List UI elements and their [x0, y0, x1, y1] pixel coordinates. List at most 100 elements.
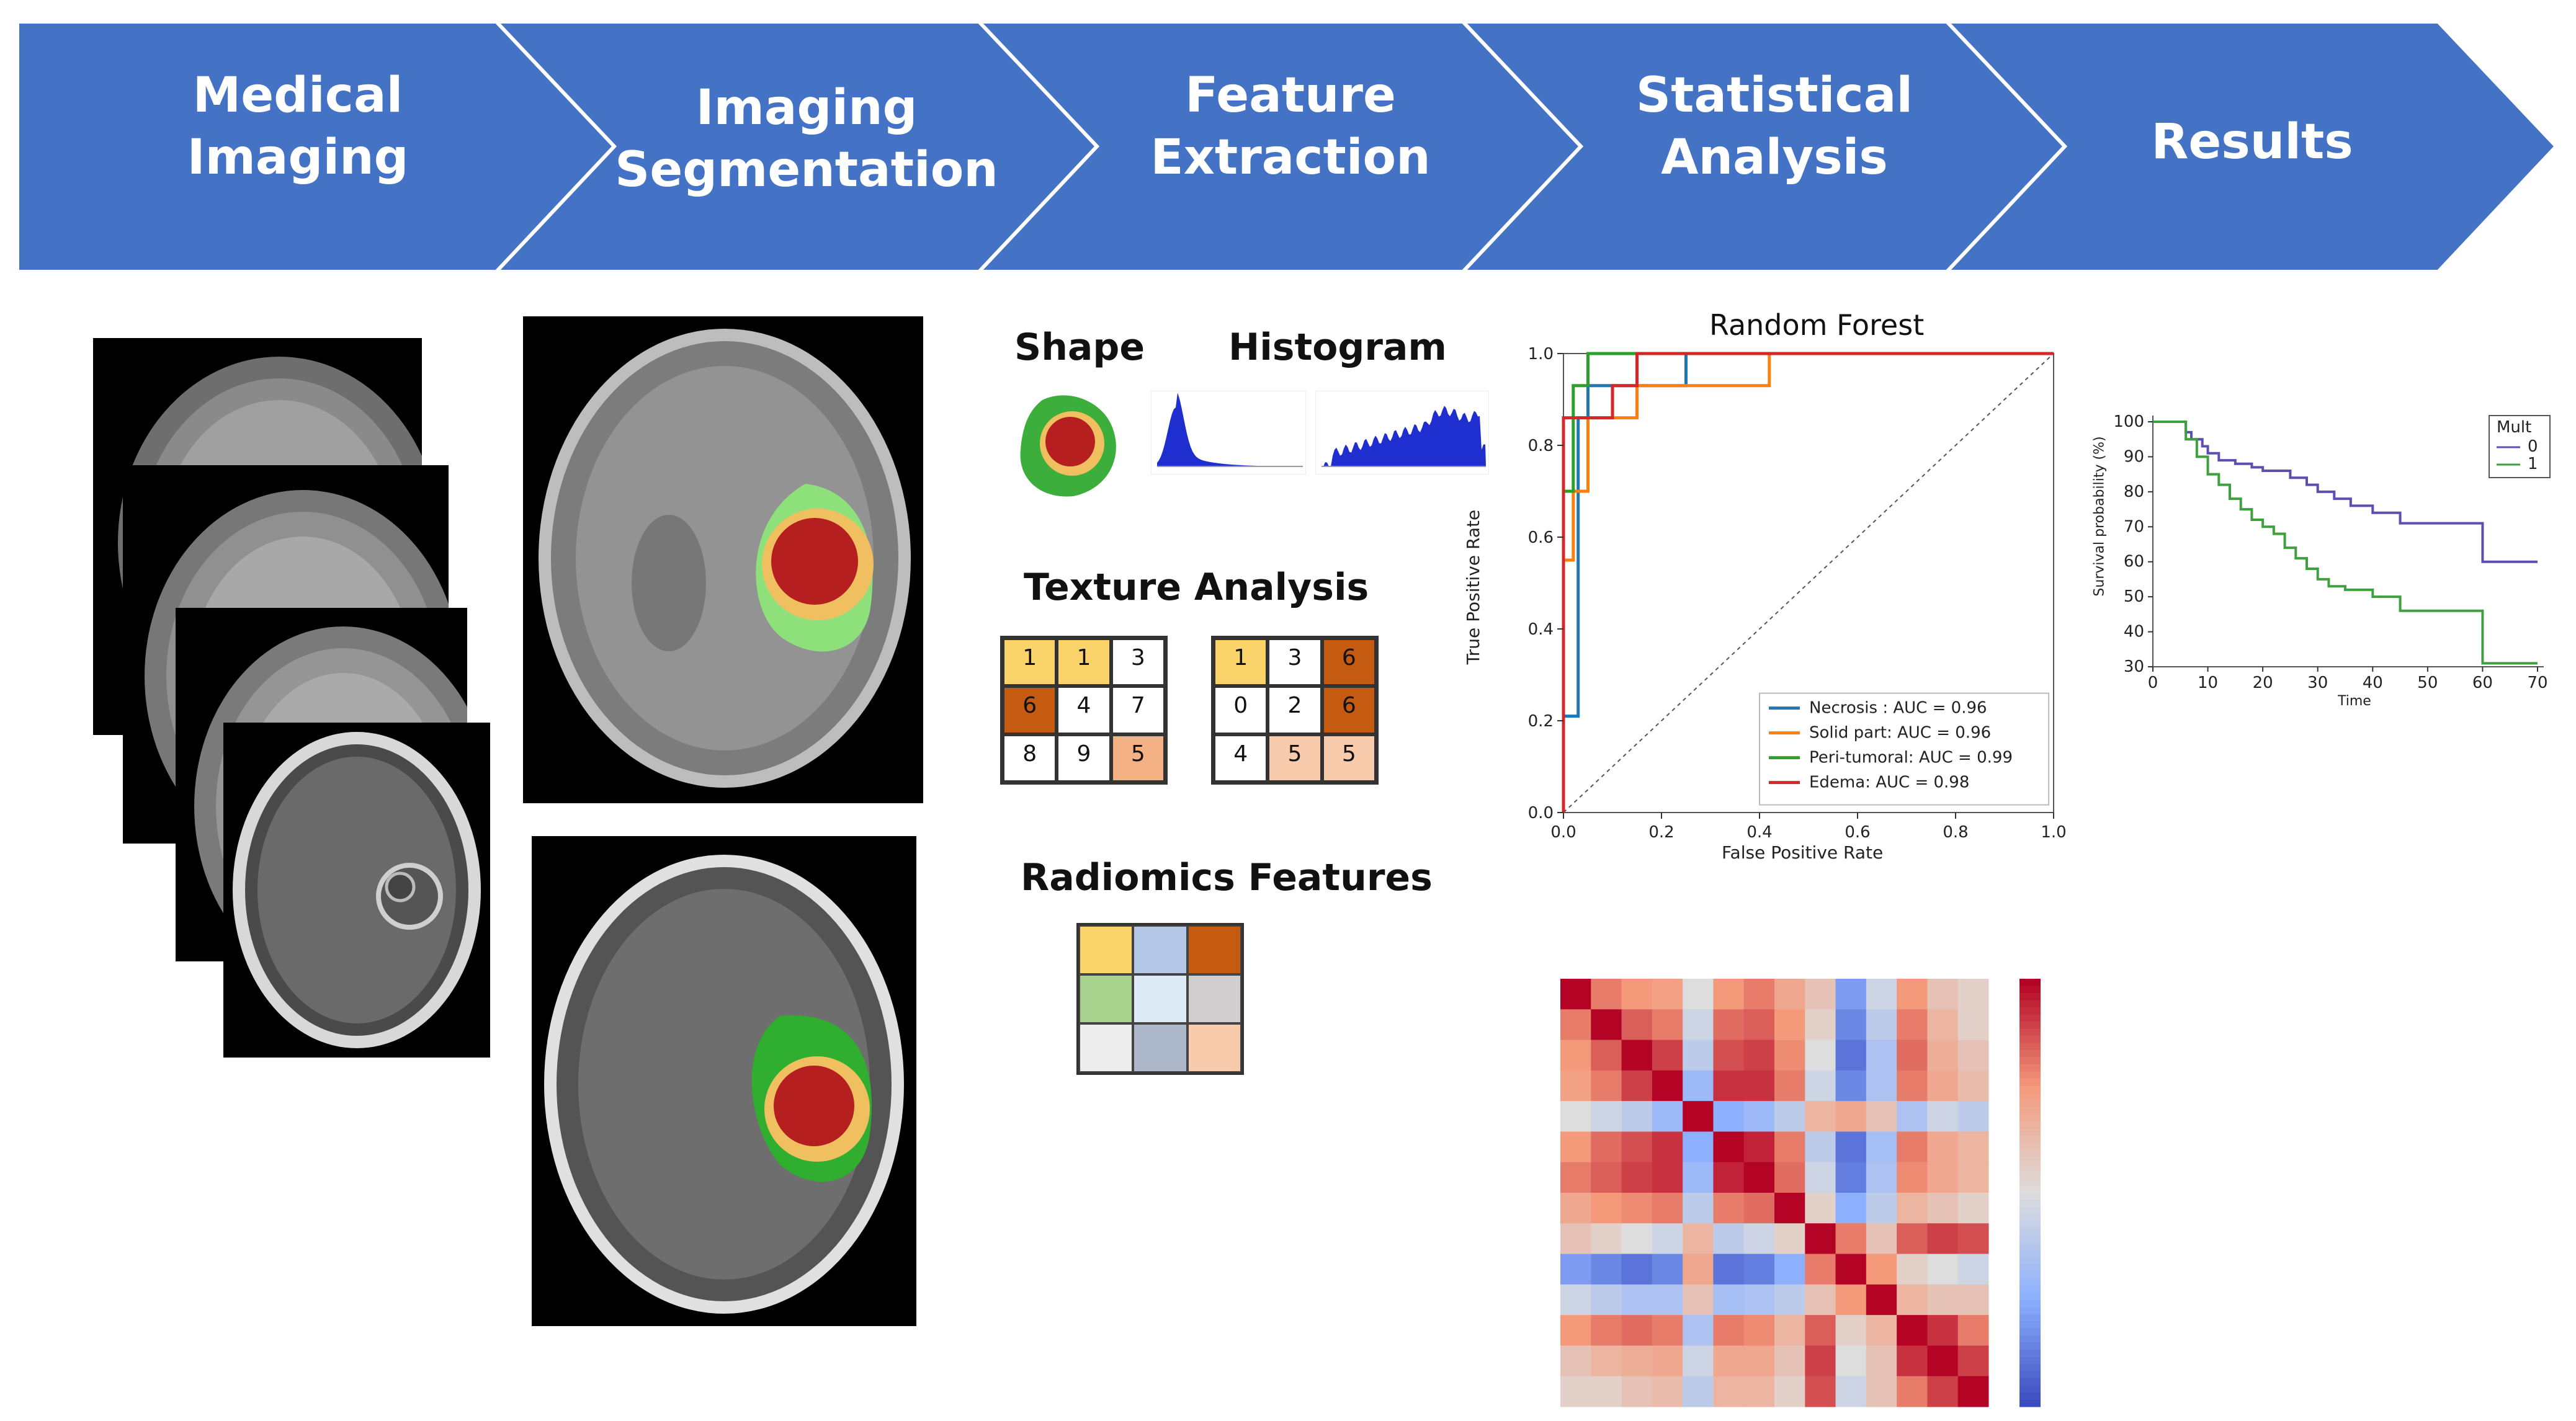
texture-analysis-heading: Texture Analysis	[1024, 566, 1369, 609]
heatmap-cell	[1591, 1315, 1622, 1346]
heatmap-cell	[1927, 1162, 1959, 1193]
heatmap-cell	[1835, 1070, 1867, 1102]
heatmap-colorbar-segment	[2019, 1299, 2041, 1307]
heatmap-cell	[1835, 1101, 1867, 1132]
heatmap-cell	[1774, 1223, 1805, 1255]
heatmap-colorbar-segment	[2019, 1150, 2041, 1157]
heatmap-cell	[1866, 1162, 1897, 1193]
heatmap-colorbar-segment	[2019, 1136, 2041, 1143]
heatmap-colorbar-segment	[2019, 1022, 2041, 1029]
heatmap-cell	[1866, 1193, 1897, 1224]
roc-legend-label: Solid part: AUC = 0.96	[1809, 724, 1991, 742]
pipeline-chevron-5	[1943, 20, 2559, 274]
texture-b-cell: 5	[1268, 734, 1322, 782]
heatmap-colorbar-segment	[2019, 1356, 2041, 1365]
heatmap-cell	[1683, 1101, 1714, 1132]
heatmap-cell	[1866, 979, 1897, 1010]
heatmap-cell	[1652, 1131, 1683, 1163]
radiomics-features-heading: Radiomics Features	[1021, 856, 1433, 899]
texture-b-cell: 6	[1322, 638, 1376, 687]
heatmap-cell	[1897, 1101, 1928, 1132]
heatmap-colorbar-segment	[2019, 1250, 2041, 1257]
heatmap-colorbar-segment	[2019, 1335, 2041, 1343]
radiomics-cell	[1079, 1023, 1134, 1072]
radiomics-cell	[1133, 1023, 1187, 1072]
heatmap-cell	[1805, 979, 1836, 1010]
heatmap-cell	[1957, 1376, 1989, 1407]
heatmap-cell	[1743, 1131, 1775, 1163]
km-ytick-label: 90	[2124, 447, 2144, 466]
heatmap-cell	[1560, 1162, 1591, 1193]
roc-legend-label: Edema: AUC = 0.98	[1809, 773, 1969, 792]
heatmap-cell	[1835, 1009, 1867, 1041]
heatmap-cell	[1683, 1009, 1714, 1041]
heatmap-cell	[1621, 1284, 1653, 1316]
texture-b-cell: 2	[1268, 686, 1322, 734]
heatmap-cell	[1743, 1315, 1775, 1346]
pipeline-banner	[16, 20, 2559, 274]
heatmap-cell	[1683, 1345, 1714, 1377]
heatmap-cell	[1774, 1284, 1805, 1316]
heatmap-cell	[1774, 1254, 1805, 1285]
km-xtick-label: 50	[2417, 674, 2438, 692]
heatmap-cell	[1927, 1070, 1959, 1102]
heatmap-colorbar-segment	[2019, 979, 2041, 986]
histogram-plot-1	[1151, 391, 1306, 474]
heatmap-cell	[1591, 1040, 1622, 1071]
heatmap-cell	[1805, 1009, 1836, 1041]
heatmap-cell	[1866, 1009, 1897, 1041]
heatmap-cell	[1866, 1131, 1897, 1163]
heatmap-cell	[1713, 1376, 1745, 1407]
km-ytick-label: 50	[2124, 587, 2144, 606]
heatmap-cell	[1743, 1009, 1775, 1041]
step-results: Results	[2151, 114, 2353, 170]
heatmap-cell	[1713, 1101, 1745, 1132]
heatmap-colorbar-segment	[2019, 1221, 2041, 1229]
heatmap-cell	[1743, 1101, 1775, 1132]
heatmap-cell	[1560, 1376, 1591, 1407]
heatmap-colorbar-segment	[2019, 1350, 2041, 1357]
km-xlabel: Time	[2338, 693, 2371, 709]
heatmap-colorbar-segment	[2019, 1157, 2041, 1165]
heatmap-cell	[1927, 1284, 1959, 1316]
km-xtick-label: 60	[2472, 674, 2493, 692]
heatmap-cell	[1805, 1254, 1836, 1285]
heatmap-cell	[1897, 1040, 1928, 1071]
heatmap-colorbar-segment	[2019, 1050, 2041, 1058]
heatmap-cell	[1774, 1315, 1805, 1346]
heatmap-cell	[1927, 1009, 1959, 1041]
km-ytick-label: 40	[2124, 623, 2144, 641]
heatmap-cell	[1805, 1101, 1836, 1132]
texture-b-cell: 5	[1322, 734, 1376, 782]
heatmap-cell	[1805, 1223, 1836, 1255]
heatmap-colorbar-segment	[2019, 1121, 2041, 1129]
heatmap-colorbar-segment	[2019, 1200, 2041, 1208]
heatmap-cell	[1957, 1101, 1989, 1132]
heatmap-cell	[1621, 1131, 1653, 1163]
heatmap-cell	[1805, 1131, 1836, 1163]
heatmap-colorbar-segment	[2019, 1307, 2041, 1314]
heatmap-cell	[1652, 1040, 1683, 1071]
heatmap-colorbar-segment	[2019, 1207, 2041, 1214]
roc-ytick-label: 1.0	[1528, 347, 1554, 363]
texture-a-cell: 9	[1057, 734, 1111, 782]
heatmap-cell	[1713, 1162, 1745, 1193]
roc-legend-label: Peri-tumoral: AUC = 0.99	[1809, 749, 2013, 767]
heatmap-cell	[1927, 1376, 1959, 1407]
km-xtick-label: 70	[2527, 674, 2547, 692]
heatmap-colorbar-segment	[2019, 1114, 2041, 1122]
heatmap-cell	[1897, 1193, 1928, 1224]
heatmap-cell	[1897, 1315, 1928, 1346]
heatmap-cell	[1897, 979, 1928, 1010]
roc-xtick-label: 0.2	[1648, 823, 1674, 842]
heatmap-cell	[1683, 1376, 1714, 1407]
heatmap-cell	[1683, 1315, 1714, 1346]
heatmap-colorbar-segment	[2019, 1378, 2041, 1386]
heatmap-cell	[1560, 1193, 1591, 1224]
heatmap-cell	[1652, 1009, 1683, 1041]
km-ytick-label: 60	[2124, 553, 2144, 571]
heatmap-colorbar-segment	[2019, 1385, 2041, 1393]
texture-a-cell: 3	[1111, 638, 1165, 687]
km-series-line-1	[2153, 421, 2538, 563]
heatmap-cell	[1591, 1193, 1622, 1224]
